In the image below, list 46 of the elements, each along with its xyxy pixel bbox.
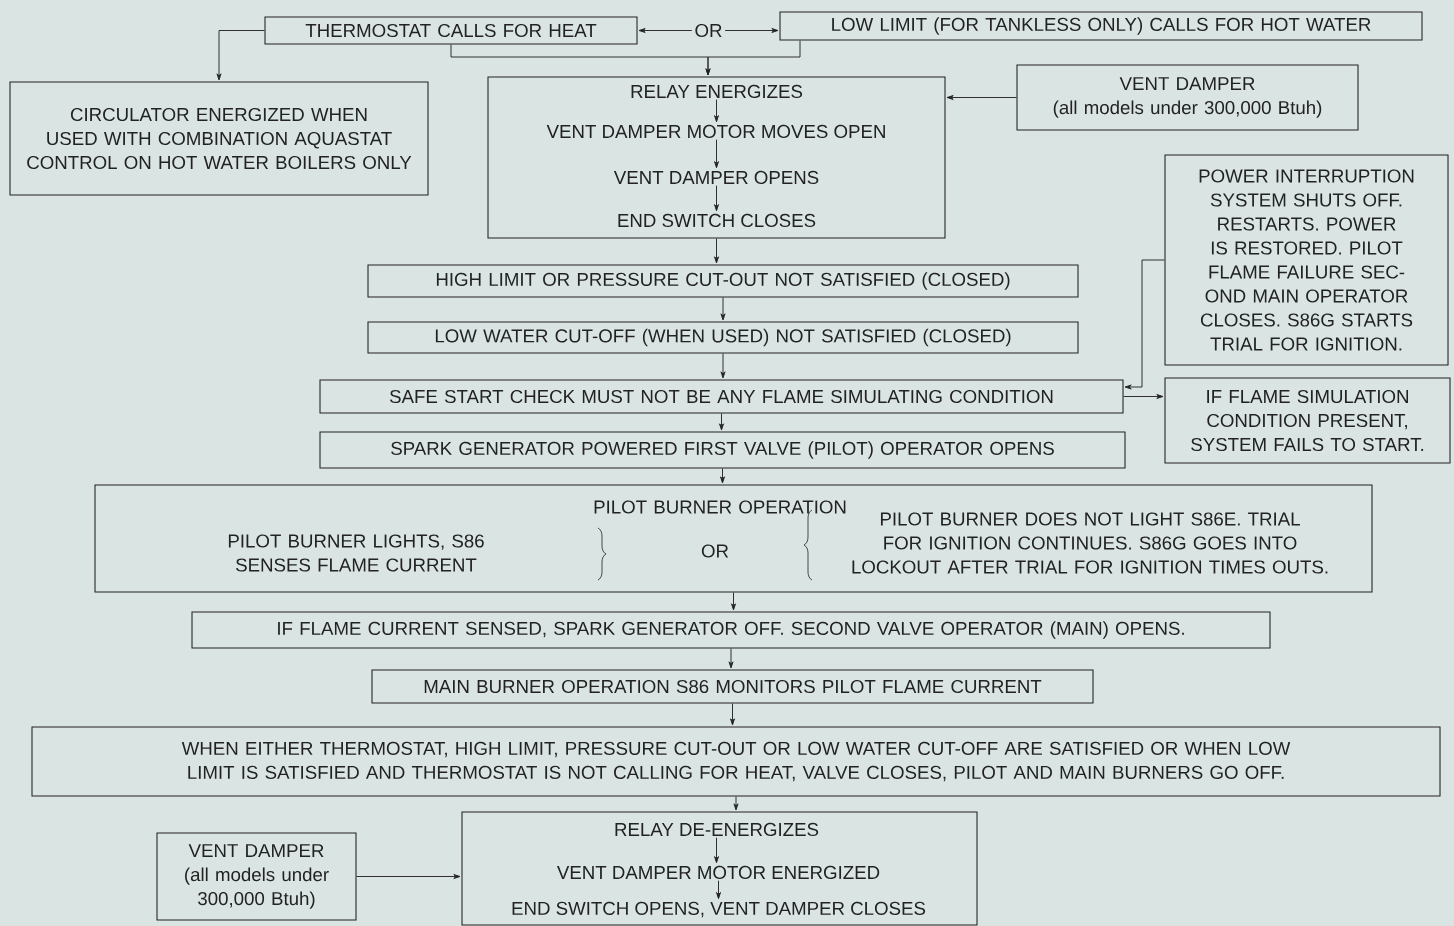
arrow <box>714 238 719 264</box>
step-text: END SWITCH OPENS, VENT DAMPER CLOSES <box>512 901 926 918</box>
process-box: IF FLAME SIMULATION CONDITION PRESENT, SYSTEM FAILS TO START. <box>1164 377 1451 464</box>
arrow <box>714 139 719 169</box>
arrow <box>216 30 265 81</box>
arrow <box>720 297 726 321</box>
step-text: RELAY ENERGIZES <box>631 84 803 99</box>
arrow <box>356 874 461 879</box>
arrow <box>728 648 734 669</box>
process-box: PILOT BURNER OPERATION PILOT BURNER LIGHTS, S86 SENSES FLAME CURRENT OR PILOT BURNER DOES NOT LIGHT S86E. TRIAL FOR IGNITION CONTINUES. S86G GOES INTO LOCKOUT AFTER TRIAL FOR IGNITION TIMES OUTS. <box>94 484 1373 593</box>
process-box: CIRCULATOR ENERGIZED WHEN USED WITH COMBINATION AQUASTAT CONTROL ON HOT WATER BOILERS ONLY <box>9 81 429 196</box>
process-box: SPARK GENERATOR POWERED FIRST VALVE (PILOT) OPERATOR OPENS <box>319 431 1126 469</box>
arrow <box>714 837 719 864</box>
process-box: VENT DAMPER (all models under 300,000 Btuh) <box>156 832 357 921</box>
group-box <box>461 811 978 926</box>
arrow <box>731 592 736 611</box>
step-text: VENT DAMPER MOTOR ENERGIZED <box>556 865 880 880</box>
process-box: IF FLAME CURRENT SENSED, SPARK GENERATOR OFF. SECOND VALVE OPERATOR (MAIN) OPENS. <box>191 611 1271 649</box>
arrow <box>946 95 1017 100</box>
arrow <box>720 468 725 484</box>
arrow <box>714 185 719 212</box>
arrow <box>1123 394 1164 399</box>
process-box: MAIN BURNER OPERATION S86 MONITORS PILOT FLAME CURRENT <box>371 669 1094 704</box>
arrow <box>1124 259 1165 390</box>
arrow <box>730 703 735 726</box>
step-text: RELAY DE-ENERGIZES <box>615 822 819 837</box>
arrow <box>716 880 721 900</box>
arrow <box>705 40 801 76</box>
process-box: VENT DAMPER (all models under 300,000 Btuh) <box>1016 64 1359 131</box>
step-text: END SWITCH CLOSES <box>618 213 816 228</box>
step-text: VENT DAMPER OPENS <box>613 170 819 185</box>
edge-label: OR <box>691 21 726 40</box>
arrow <box>638 28 779 33</box>
process-box: POWER INTERRUPTION SYSTEM SHUTS OFF. RESTARTS. POWER IS RESTORED. PILOT FLAME FAILURE SEC-OND MAIN OPERATOR CLOSES. S86G STARTS TRIAL FOR IGNITION. <box>1164 154 1449 366</box>
process-box: SAFE START CHECK MUST NOT BE ANY FLAME SIMULATING CONDITION <box>319 379 1124 414</box>
arrow <box>720 353 726 379</box>
process-box: HIGH LIMIT OR PRESSURE CUT-OUT NOT SATISFIED (CLOSED) <box>367 264 1079 298</box>
arrow <box>733 796 739 811</box>
process-box: THERMOSTAT CALLS FOR HEAT <box>264 16 638 45</box>
process-box: WHEN EITHER THERMOSTAT, HIGH LIMIT, PRESSURE CUT-OUT OR LOW WATER CUT-OFF ARE SATISFIED OR WHEN LOW LIMIT IS SATISFIED AND THERMOSTAT IS NOT CALLING FOR HEAT, VALVE CLOSES, PILOT AND MAIN BURNERS GO OFF. <box>31 726 1441 797</box>
arrow <box>714 99 719 123</box>
step-text: VENT DAMPER MOTOR MOVES OPEN <box>546 124 885 139</box>
process-box: LOW LIMIT (FOR TANKLESS ONLY) CALLS FOR HOT WATER <box>779 11 1423 41</box>
arrow <box>719 413 724 431</box>
process-box: LOW WATER CUT-OFF (WHEN USED) NOT SATISFIED (CLOSED) <box>367 321 1079 354</box>
group-box <box>487 76 946 239</box>
